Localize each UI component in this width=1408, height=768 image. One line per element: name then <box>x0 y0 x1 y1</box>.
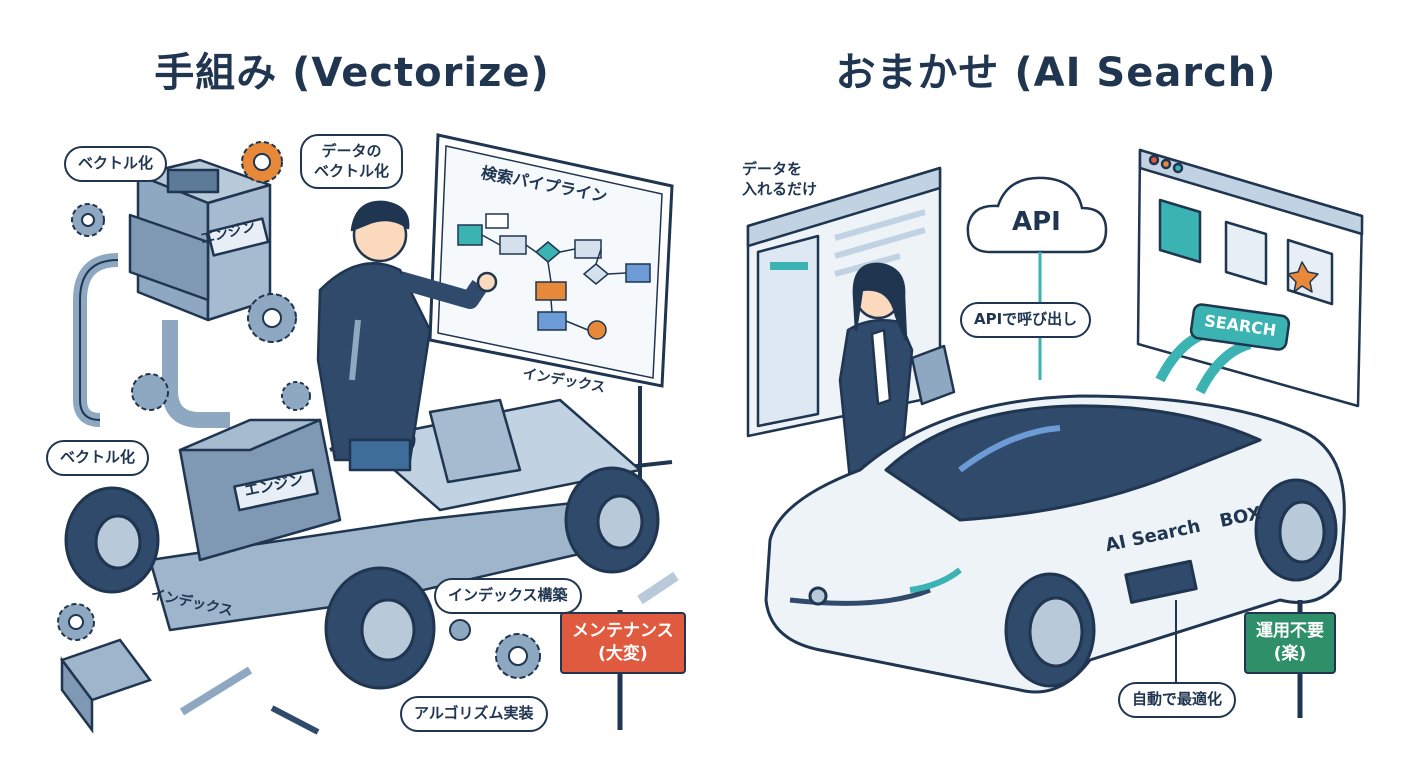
sign-no-ops: 運用不要 (楽) <box>1244 612 1336 674</box>
right-title: おまかせ (AI Search) <box>835 50 1277 96</box>
upper-engine <box>73 158 272 428</box>
label-data-input: データを 入れるだけ <box>742 160 817 199</box>
bubble-api-call: APIで呼び出し <box>960 302 1092 338</box>
tools <box>59 571 679 735</box>
engineer-figure <box>316 200 498 472</box>
sign-maintenance-line2: (大変) <box>598 643 648 664</box>
bubble-data-vector: データの ベクトル化 <box>300 134 404 189</box>
operator-figure <box>838 262 956 482</box>
bubble-vector-mid: ベクトル化 <box>46 440 150 476</box>
gears <box>57 141 624 679</box>
sign-maintenance-line1: メンテナンス <box>572 621 674 641</box>
bubble-vector-top: ベクトル化 <box>64 146 168 182</box>
left-title: 手組み (Vectorize) <box>154 50 550 96</box>
left-wheels <box>64 466 660 690</box>
cloud-label: API <box>1012 207 1061 237</box>
label-data-input-line1: データを <box>742 160 803 178</box>
sign-no-ops-line2: (楽) <box>1273 643 1307 664</box>
sign-maintenance: メンテナンス (大変) <box>560 612 686 674</box>
search-button-graphic <box>1189 303 1291 351</box>
sign-no-ops-line1: 運用不要 <box>1256 621 1324 641</box>
bubble-auto-optimize: 自動で最適化 <box>1118 682 1237 718</box>
car <box>764 394 1346 694</box>
bubble-algorithm: アルゴリズム実装 <box>400 696 548 732</box>
bubble-data-vector-line1: データの <box>321 142 382 160</box>
bubble-index-build: インデックス構築 <box>434 578 582 614</box>
pipeline-flowchart <box>457 213 651 340</box>
bubble-data-vector-line2: ベクトル化 <box>314 161 390 180</box>
label-data-input-line2: 入れるだけ <box>742 179 818 198</box>
search-panel <box>1136 148 1364 408</box>
